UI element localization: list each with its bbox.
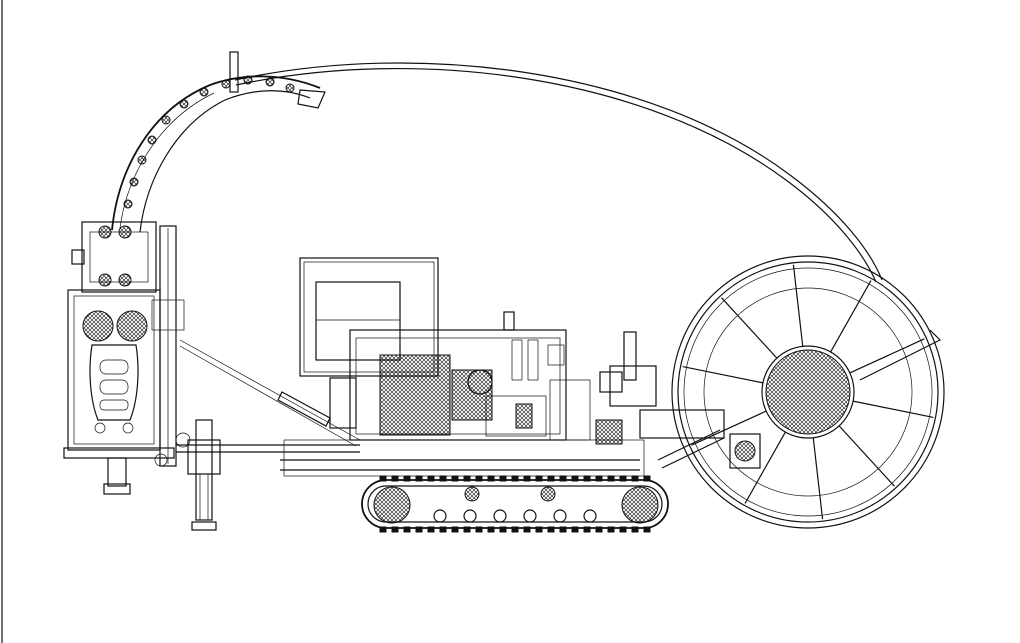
reel-spoke — [682, 365, 764, 384]
track-tooth — [499, 475, 507, 482]
track-tooth — [631, 526, 639, 533]
track-tooth — [391, 475, 399, 482]
gooseneck-arch — [111, 51, 326, 233]
track-tooth — [451, 475, 459, 482]
track-tooth — [439, 526, 447, 533]
track-tooth — [547, 475, 555, 482]
track-tooth — [439, 475, 447, 482]
track-tooth — [391, 526, 399, 533]
track-tooth — [619, 475, 627, 482]
engine-pack — [329, 311, 623, 445]
track-roller — [464, 486, 480, 502]
track-tooth — [571, 475, 579, 482]
track-tooth — [607, 526, 615, 533]
reel-spoke — [744, 431, 786, 504]
track-roller — [463, 509, 477, 523]
track-roller — [540, 486, 556, 502]
track-tooth — [643, 526, 651, 533]
reel-spokes — [682, 264, 934, 520]
track-tooth — [559, 526, 567, 533]
reel-spoke — [691, 410, 767, 446]
track-tooth — [499, 526, 507, 533]
track-tooth — [379, 526, 387, 533]
track-tooth — [559, 475, 567, 482]
track-rollers — [433, 486, 597, 523]
arch-roller — [161, 115, 171, 125]
reel-spoke — [852, 400, 934, 419]
reel-spoke — [812, 437, 824, 520]
track-tooth — [487, 526, 495, 533]
arch-roller — [285, 83, 295, 93]
arch-roller — [265, 77, 275, 87]
track-tooth — [475, 475, 483, 482]
arch-roller — [137, 155, 147, 165]
track-roller — [553, 509, 567, 523]
track-roller — [493, 509, 507, 523]
reel-spoke — [721, 297, 778, 359]
arch-roller — [221, 79, 231, 89]
track-tooth — [571, 526, 579, 533]
track-tooth — [595, 475, 603, 482]
track-teeth — [379, 475, 651, 533]
track-tooth — [583, 526, 591, 533]
arch-roller — [179, 99, 189, 109]
track-tooth — [403, 475, 411, 482]
reel-spoke — [849, 338, 925, 374]
track-tooth — [427, 475, 435, 482]
outrigger-jack — [187, 419, 221, 531]
arch-roller — [123, 199, 133, 209]
track-tooth — [643, 475, 651, 482]
track-tooth — [631, 475, 639, 482]
track-tooth — [511, 526, 519, 533]
track-tooth — [487, 475, 495, 482]
control-cabin — [299, 257, 439, 377]
hose-reel — [671, 255, 945, 529]
track-roller — [523, 509, 537, 523]
track-tooth — [415, 526, 423, 533]
track-tooth — [415, 475, 423, 482]
track-tooth — [379, 475, 387, 482]
arch-rollers — [123, 75, 295, 209]
track-tooth — [583, 475, 591, 482]
track-tooth — [607, 475, 615, 482]
arch-roller — [147, 135, 157, 145]
track-tooth — [619, 526, 627, 533]
injector-head — [63, 221, 191, 495]
reel-spoke — [838, 425, 895, 487]
track-tooth — [511, 475, 519, 482]
crawler-track — [361, 475, 669, 533]
coiled-tubing — [234, 62, 883, 283]
arch-roller — [199, 87, 209, 97]
track-tooth — [523, 526, 531, 533]
reel-spoke — [792, 264, 804, 347]
reel-spoke — [830, 280, 872, 353]
track-tooth — [403, 526, 411, 533]
track-tooth — [595, 526, 603, 533]
track-tooth — [463, 526, 471, 533]
track-tooth — [535, 526, 543, 533]
arch-roller — [129, 177, 139, 187]
track-tooth — [523, 475, 531, 482]
track-tooth — [451, 526, 459, 533]
track-tooth — [463, 475, 471, 482]
track-tooth — [547, 526, 555, 533]
track-roller — [583, 509, 597, 523]
track-tooth — [475, 526, 483, 533]
track-tooth — [427, 526, 435, 533]
track-roller — [433, 509, 447, 523]
track-tooth — [535, 475, 543, 482]
